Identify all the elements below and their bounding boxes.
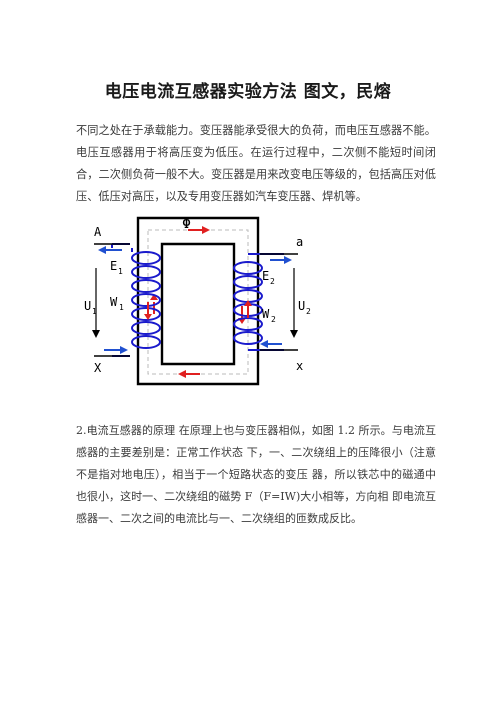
U2-subscript: 2 — [306, 307, 311, 316]
terminal-X-label: X — [94, 361, 102, 375]
voltage-arrowhead-U1 — [92, 330, 100, 338]
terminal-A-label: A — [94, 225, 102, 239]
voltage-arrowhead-U2 — [290, 330, 298, 338]
E1-subscript: 1 — [118, 267, 123, 276]
U1-subscript: 1 — [92, 307, 97, 316]
flux-arrowhead-left — [150, 294, 158, 300]
current-arrowhead-primary-out — [120, 346, 128, 354]
transformer-diagram: Φ A X a x E 1 W 1 U 1 E 2 W 2 U 2 — [84, 214, 311, 386]
W2-subscript: 2 — [271, 315, 276, 324]
current-arrowhead-secondary-out — [284, 256, 292, 264]
current-arrowhead-primary-in — [98, 246, 106, 254]
U2-label: U — [298, 299, 305, 313]
U1-label: U — [84, 299, 91, 313]
flux-arrowhead-top — [202, 226, 210, 234]
primary-winding-arrowhead — [144, 314, 152, 320]
page-title: 电压电流互感器实验方法 图文，民熔 — [104, 82, 392, 102]
secondary-winding-arrowhead — [244, 300, 252, 306]
current-arrowhead-secondary-in — [260, 340, 268, 348]
W1-subscript: 1 — [119, 303, 124, 312]
W2-label: W — [262, 307, 270, 321]
paragraph-intro: 不同之处在于承载能力。变压器能承受很大的负荷，而电压互感器不能。电压互感器用于将… — [76, 124, 436, 203]
E2-label: E — [262, 269, 269, 283]
transformer-core — [136, 216, 260, 386]
W1-label: W — [110, 295, 118, 309]
terminal-x-label: x — [296, 359, 303, 373]
flux-label: Φ — [182, 214, 191, 232]
terminal-a-label: a — [296, 235, 303, 249]
paragraph-current-transformer: 2.电流互感器的原理 在原理上也与变压器相似，如图 1.2 所示。与电流互感器的… — [76, 424, 436, 525]
flux-arrowhead-bottom — [178, 370, 186, 378]
E2-subscript: 2 — [270, 277, 275, 286]
E1-label: E — [110, 259, 117, 273]
